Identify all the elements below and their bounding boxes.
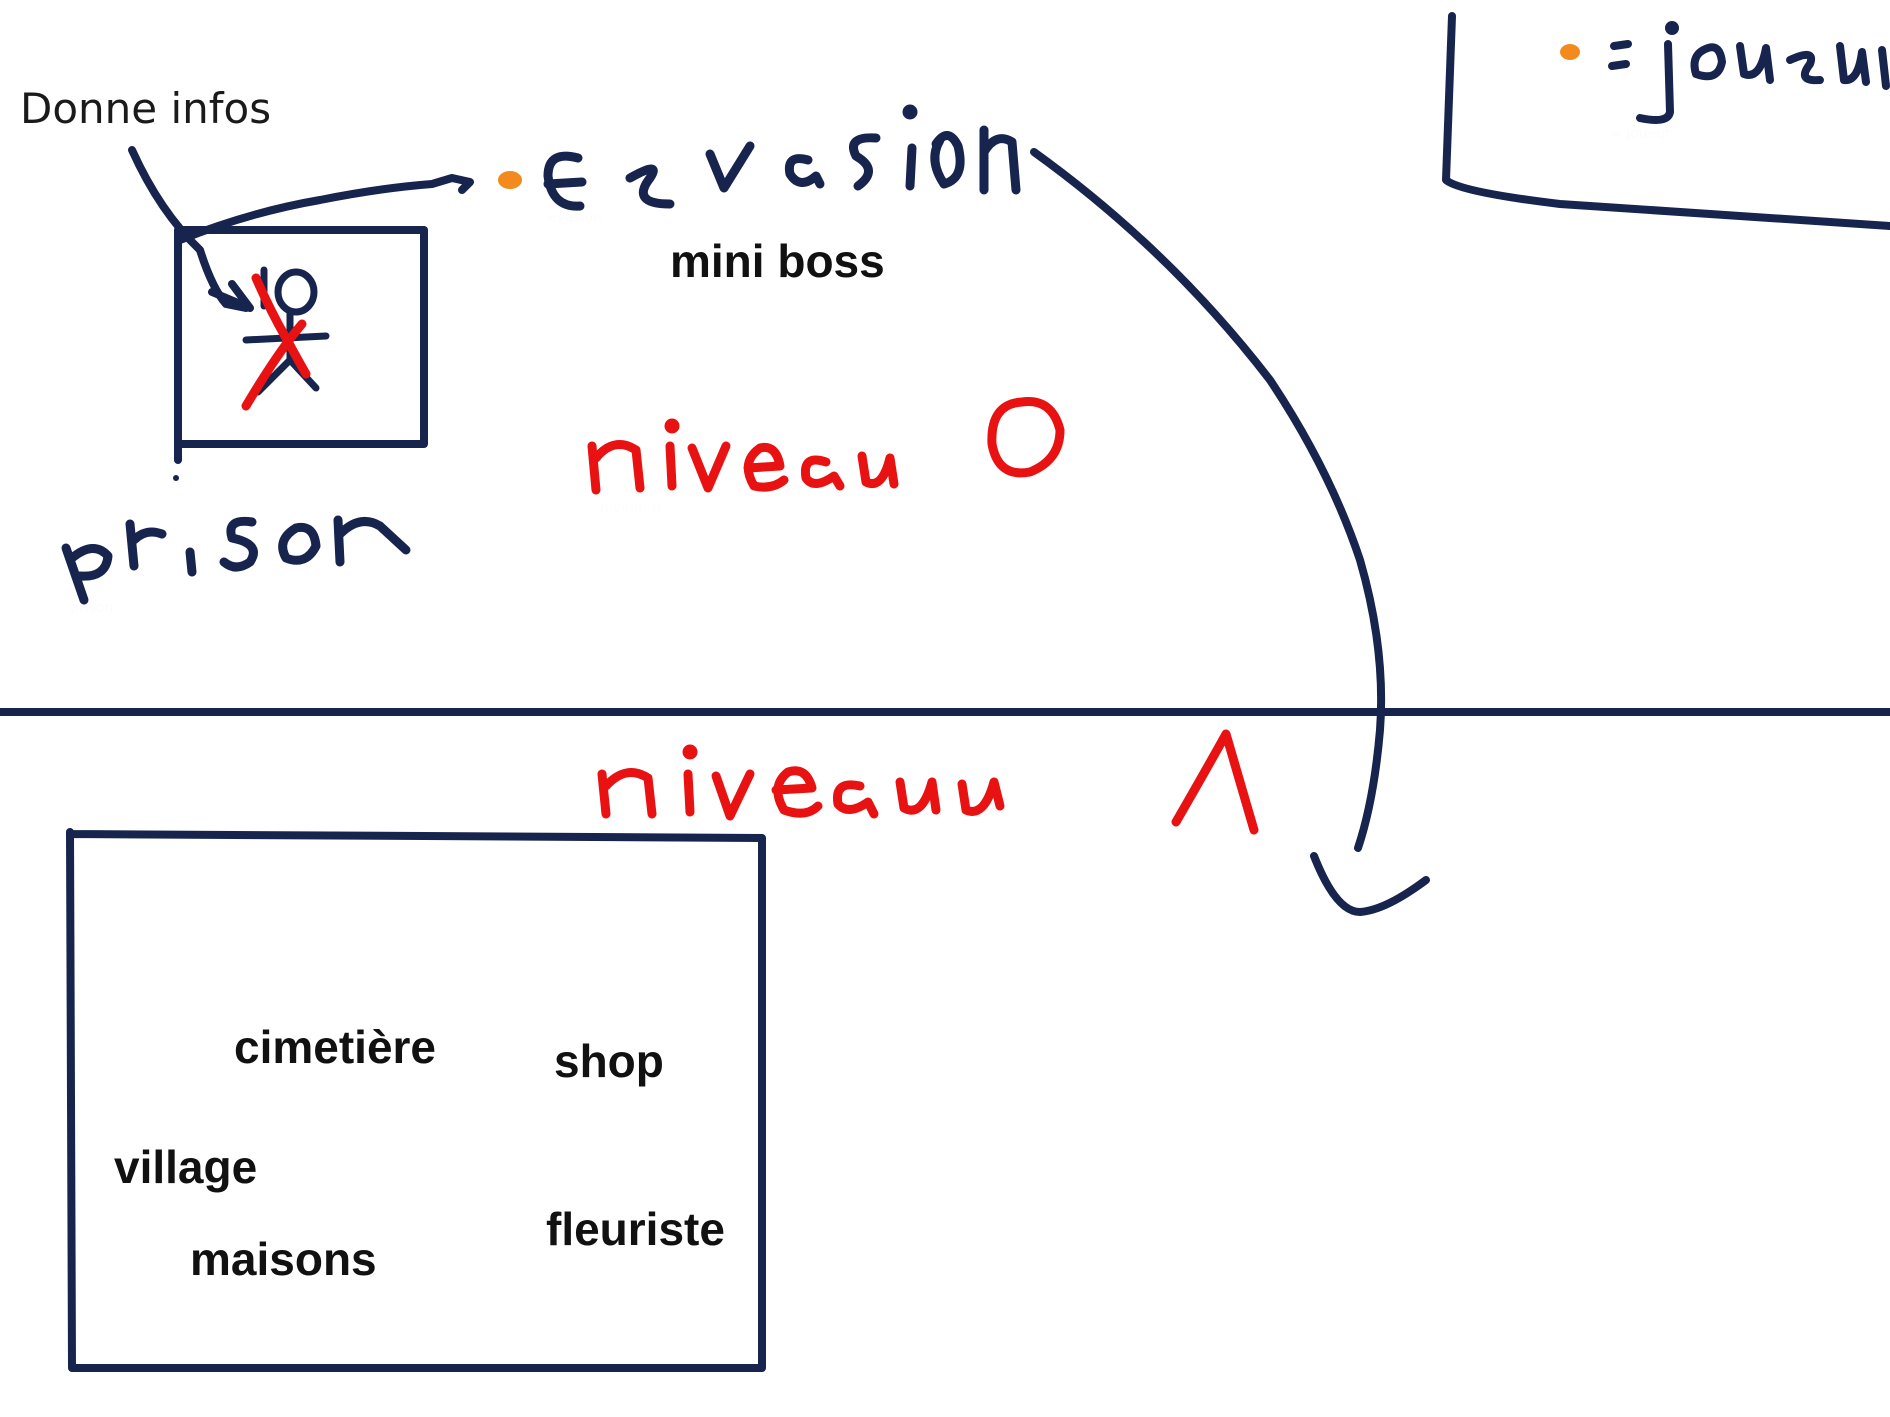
info-arrow bbox=[128, 146, 254, 312]
fleuriste-label: fleuriste bbox=[546, 1203, 725, 1255]
niveau-1-text: niveau 1 bbox=[610, 830, 670, 846]
red-x-icon bbox=[241, 273, 311, 411]
level1-area-box bbox=[66, 828, 766, 1372]
shop-label: shop bbox=[554, 1035, 664, 1087]
niveau-0-handwriting bbox=[587, 397, 1065, 495]
escape-curve-arrow bbox=[1030, 148, 1386, 852]
prison-handwriting bbox=[61, 515, 411, 605]
maisons-label: maisons bbox=[190, 1233, 377, 1285]
prison-text: prison bbox=[70, 600, 113, 616]
evasion-text: evasion bbox=[548, 210, 602, 226]
prison-box bbox=[174, 226, 428, 448]
donne-infos-label: Donne infos bbox=[20, 84, 272, 133]
niveau-0-text: niveau 0 bbox=[600, 500, 660, 516]
evasion-handwriting bbox=[543, 104, 1021, 211]
legend-box bbox=[1442, 12, 1890, 230]
cimetiere-label: cimetière bbox=[234, 1021, 437, 1073]
joueur-handwriting bbox=[1608, 21, 1890, 124]
escape-arrow-head bbox=[1310, 852, 1430, 916]
legend-joueur-text: = joueur bbox=[1610, 126, 1671, 142]
niveau-1-handwriting bbox=[597, 729, 1259, 835]
escape-line bbox=[176, 174, 474, 244]
mini-boss-label: mini boss bbox=[670, 235, 885, 287]
orange-dot-icon bbox=[498, 44, 1580, 189]
village-label: village bbox=[114, 1141, 258, 1193]
